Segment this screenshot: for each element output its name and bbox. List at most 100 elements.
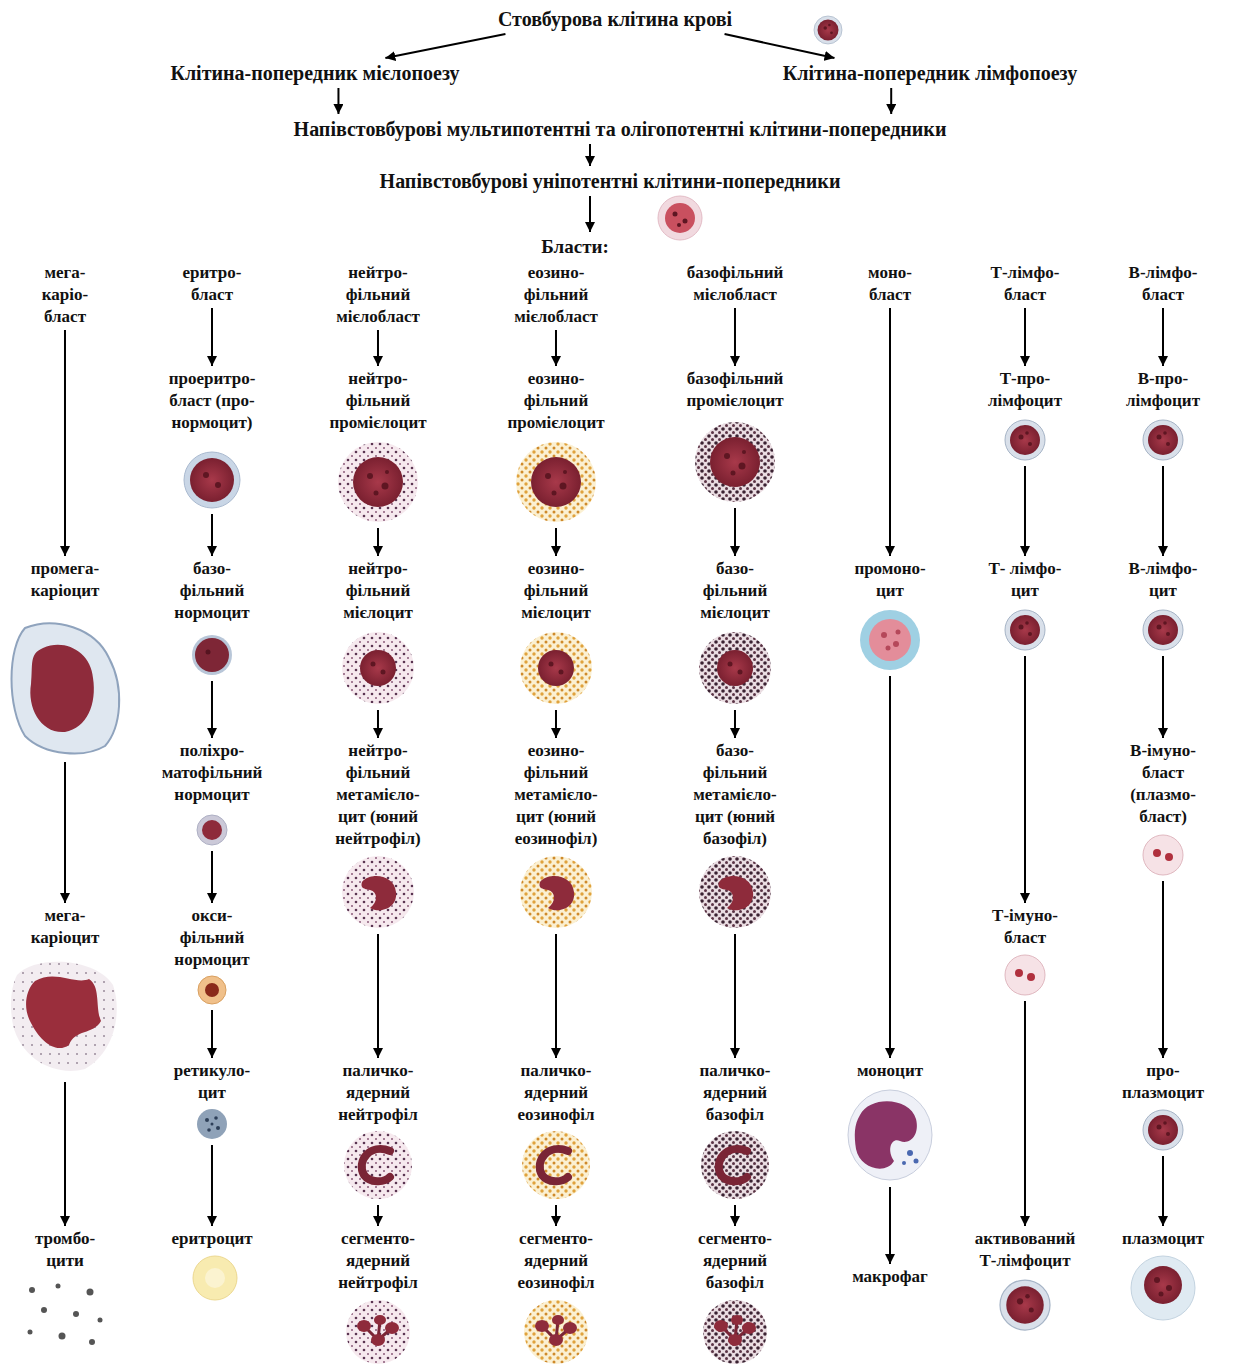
stage-text: еозино- фільний мієлобласт <box>514 262 598 328</box>
b-prolymphocyte-picture <box>1143 420 1183 460</box>
neutrophil-band-picture <box>344 1131 412 1199</box>
thrombocytes-picture <box>41 1307 47 1313</box>
eosinophil-promyelocyte-picture <box>516 442 596 522</box>
stage-label: еозино- фільний мієлобласт <box>512 262 600 328</box>
megakaryocyte-picture <box>11 962 117 1071</box>
stage-label: нейтро- фільний мієлоцит <box>341 558 415 708</box>
stage-text: промега- каріоцит <box>31 558 100 602</box>
stage-text: В-лімфо- цит <box>1129 558 1198 602</box>
arrow <box>734 508 736 556</box>
b-immunoblast-picture <box>1143 835 1183 875</box>
promonocyte-picture <box>869 619 911 661</box>
stage-label: нейтро- фільний метамієло- цит (юний ней… <box>326 740 430 932</box>
stage-label: В-лімфо- бласт <box>1127 262 1200 306</box>
stage-text: Напівстовбурові мультипотентні та олігоп… <box>294 116 947 142</box>
arrow <box>211 851 213 903</box>
stage-label: еозино- фільний промієлоцит <box>505 368 606 526</box>
stage-text: мега- каріоцит <box>31 905 100 949</box>
promegakaryocyte-picture <box>30 645 94 732</box>
stage-text: моно- бласт <box>868 262 912 306</box>
stage-label: В-імуно- бласт (плазмо- бласт) <box>1128 740 1198 879</box>
stage-label: сегменто- ядерний базофіл <box>696 1228 774 1294</box>
stage-text: еозино- фільний промієлоцит <box>507 368 604 434</box>
stage-label: проеритро- бласт (про- нормоцит) <box>156 368 268 512</box>
eosinophil-myelocyte-picture <box>538 650 574 686</box>
reticulocyte-picture <box>214 1116 218 1120</box>
stage-text: макрофаг <box>852 1266 928 1288</box>
eosinophil-myelocyte-picture <box>520 632 592 704</box>
oxyphilic-normocyte-picture <box>205 983 219 997</box>
arrow <box>1162 1156 1164 1226</box>
progenitor-cell-picture <box>665 203 695 233</box>
arrow <box>889 308 891 556</box>
stage-text: еритроцит <box>171 1228 252 1250</box>
activated-t-lymphocyte-picture <box>1000 1280 1050 1330</box>
stage-text: активований Т-лімфоцит <box>975 1228 1076 1272</box>
stage-text: паличко- ядерний базофіл <box>699 1060 770 1126</box>
eosinophil-metamyelocyte-picture <box>520 856 592 928</box>
stage-text: В-лімфо- бласт <box>1129 262 1198 306</box>
proerythroblast-picture <box>190 458 234 502</box>
thrombocytes-picture <box>59 1333 66 1340</box>
neutrophil-metamyelocyte-picture <box>342 856 414 928</box>
stage-text: нейтро- фільний мієлоцит <box>343 558 413 624</box>
plasmocyte-picture <box>1154 1277 1160 1283</box>
reticulocyte-picture <box>207 1128 211 1132</box>
stage-text: Т-про- лімфоцит <box>988 368 1062 412</box>
eosinophil-promyelocyte-picture <box>531 457 581 507</box>
arrow <box>385 34 505 58</box>
basophil-metamyelocyte-picture <box>699 856 771 928</box>
stage-label: Напівстовбурові уніпотентні клітини-попе… <box>378 168 843 194</box>
basophil-promyelocyte-picture <box>695 422 775 502</box>
proplasmocyte-picture <box>1143 1110 1183 1150</box>
stage-label: базо- фільний мієлоцит <box>698 558 772 708</box>
basophil-segmented-picture <box>703 1300 767 1364</box>
plasmocyte-picture <box>1131 1256 1195 1320</box>
neutrophil-promyelocyte-picture <box>338 442 418 522</box>
stage-label: еритроцит <box>169 1228 254 1250</box>
stage-text: поліхро- матофільний нормоцит <box>162 740 263 806</box>
neutrophil-segmented-picture <box>346 1300 410 1364</box>
stage-label: промега- каріоцит <box>29 558 102 760</box>
neutrophil-band-picture <box>362 1149 390 1181</box>
b-immunoblast-picture <box>1143 835 1183 875</box>
stage-text: базо- фільний нормоцит <box>174 558 249 624</box>
arrow <box>555 330 557 366</box>
t-immunoblast-picture <box>1005 955 1045 995</box>
monocyte-picture <box>848 1090 932 1180</box>
promonocyte-picture <box>896 630 901 635</box>
stage-text: проеритро- бласт (про- нормоцит) <box>158 368 266 434</box>
plasmocyte-picture <box>1166 1285 1172 1291</box>
monocyte-picture <box>848 1090 932 1180</box>
arrow <box>211 514 213 556</box>
t-prolymphocyte-picture <box>1005 420 1045 460</box>
stage-label: окси- фільний нормоцит <box>172 905 251 1008</box>
neutrophil-band-picture <box>344 1131 412 1199</box>
stage-text: В-про- лімфоцит <box>1126 368 1200 412</box>
arrow <box>734 308 736 366</box>
stage-label: паличко- ядерний базофіл <box>697 1060 772 1203</box>
erythrocyte-picture <box>193 1256 237 1300</box>
progenitor-cell-picture <box>677 223 681 227</box>
stage-label: базофільний промієлоцит <box>684 368 785 506</box>
neutrophil-myelocyte-picture <box>342 632 414 704</box>
thrombocytes-picture <box>28 1284 103 1346</box>
stage-label: нейтро- фільний промієлоцит <box>327 368 428 526</box>
arrow <box>890 88 892 114</box>
arrow <box>725 34 835 58</box>
monocyte-picture <box>914 1159 919 1164</box>
eosinophil-metamyelocyte-picture <box>539 876 574 910</box>
arrow <box>889 676 891 1058</box>
stage-label: моноцит <box>855 1060 925 1185</box>
arrow <box>1024 656 1026 903</box>
stage-label: сегменто- ядерний еозинофіл <box>516 1228 597 1294</box>
stage-text: окси- фільний нормоцит <box>174 905 249 971</box>
basophil-promyelocyte-picture <box>710 437 760 487</box>
megakaryocyte-picture <box>11 962 117 1071</box>
arrow <box>377 1205 379 1226</box>
stage-text: Клітина-попередник лімфопоезу <box>783 60 1077 86</box>
thrombocytes-picture <box>73 1311 79 1317</box>
progenitor-cell-picture <box>658 196 702 240</box>
